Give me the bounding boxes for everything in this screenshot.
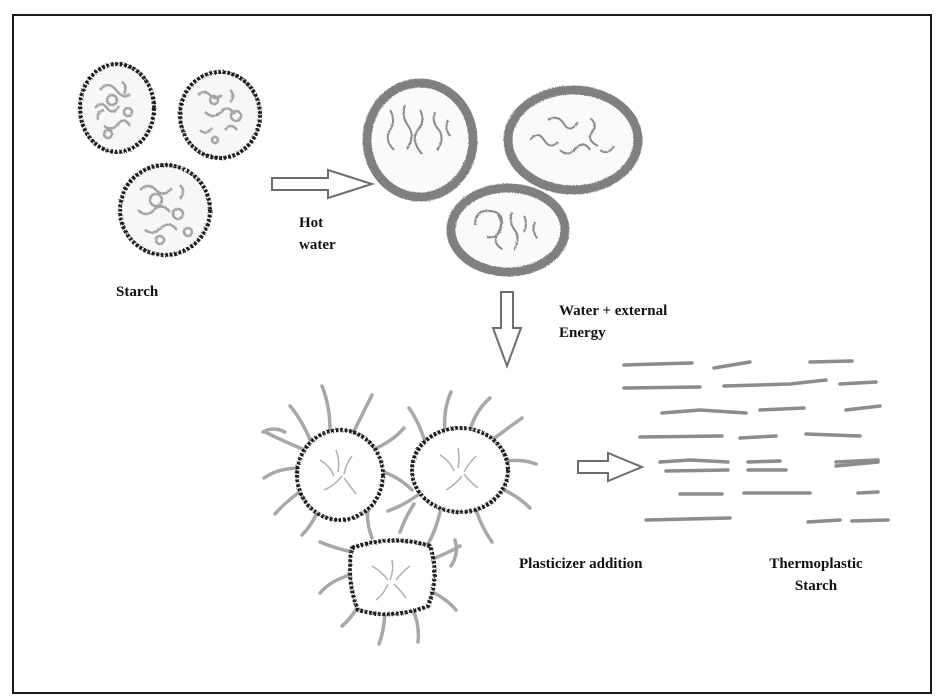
arrow-hot-water: [272, 170, 372, 198]
label-plasticizer-addition: Plasticizer addition: [519, 553, 642, 575]
swollen-granules: [367, 83, 638, 272]
label-thermoplastic-starch: Thermoplastic Starch: [752, 553, 880, 597]
thermoplastic-chains: [624, 361, 888, 522]
granule-3: [120, 165, 210, 255]
label-hot-water: Hot water: [299, 212, 336, 256]
gelatinized-granules: [263, 386, 536, 644]
gel-granule-3: [350, 540, 435, 614]
gel-granule-1: [297, 430, 383, 520]
granule-2: [180, 72, 260, 158]
swollen-granule-2: [508, 90, 638, 190]
gel-granule-2: [412, 428, 508, 512]
arrow-plasticizer: [578, 453, 642, 481]
label-water-external-energy: Water + external Energy: [559, 300, 667, 344]
swollen-granule-3: [451, 188, 565, 272]
arrow-water-energy: [493, 292, 521, 366]
granule-1: [80, 64, 154, 152]
label-starch: Starch: [116, 281, 158, 303]
native-starch-granules: [80, 64, 260, 255]
swollen-granule-1: [367, 83, 473, 197]
